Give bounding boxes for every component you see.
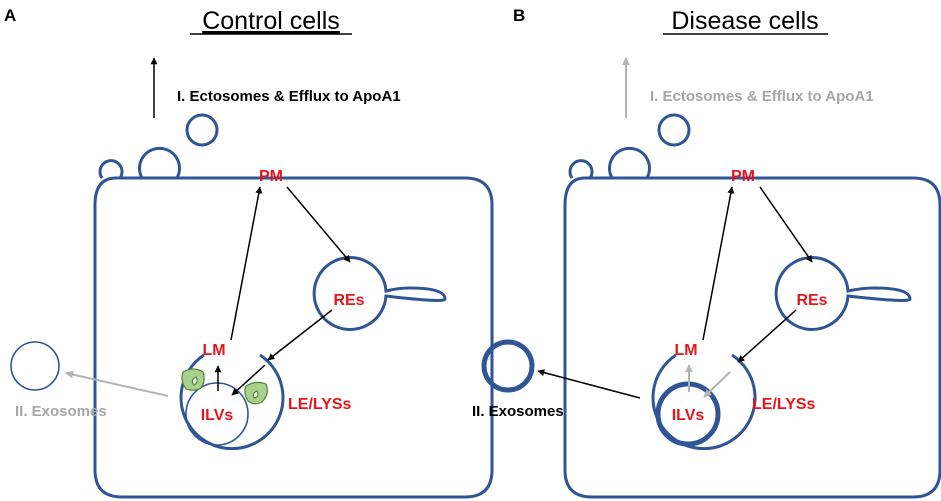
ectosomes-label-b: I. Ectosomes & Efflux to ApoA1 [650, 88, 874, 105]
budding-vesicle-small-a [98, 159, 124, 179]
le-lyss-label-a: LE/LYSs [288, 396, 352, 413]
recycling-endosome-b [774, 256, 912, 331]
exosome-release-arrow-b [537, 369, 641, 399]
released-ectosome-b [657, 113, 691, 147]
res-label-b: REs [796, 292, 827, 309]
panel-title-a: Control cells [202, 7, 340, 35]
budding-vesicle-small-b [568, 159, 594, 179]
pm-label-a: PM [259, 168, 283, 185]
intraluminal-vesicle-a [185, 382, 249, 446]
pm-to-res-arrow-b [759, 186, 813, 263]
lm-to-pm-arrow-b [702, 186, 735, 341]
lm-to-pm-arrow-a [230, 186, 263, 341]
lipid-transfer-protein-left-a [181, 368, 205, 391]
lipid-transfer-protein-right-a [244, 381, 268, 405]
lm-label-b: LM [674, 342, 697, 359]
late-endosome-lysosome-a [179, 353, 285, 451]
res-to-le-arrow-a [267, 309, 333, 361]
plasma-membrane-b [563, 176, 941, 499]
res-label-a: REs [333, 292, 364, 309]
lm-label-a: LM [202, 342, 225, 359]
budding-vesicle-large-a [138, 146, 181, 179]
exosomes-label-b: II. Exosomes [472, 403, 564, 420]
late-endosome-lysosome-b [651, 353, 757, 451]
panel-letter-b: B [513, 6, 525, 25]
panel-title-b: Disease cells [671, 7, 818, 35]
res-to-le-arrow-b [737, 309, 797, 363]
plasma-membrane-a [93, 176, 494, 499]
panel-b: B Disease cells I. Ectosomes & Efflux to… [472, 6, 941, 499]
panel-a: A Control cells I. Ectosomes & Efflux to… [4, 6, 494, 499]
ectosomes-label-a: I. Ectosomes & Efflux to ApoA1 [177, 88, 401, 105]
recycling-endosome-a [312, 256, 447, 331]
exosomes-label-a: II. Exosomes [15, 403, 107, 420]
ilvs-label-a: ILVs [201, 407, 234, 424]
exosome-b [481, 339, 535, 393]
exosome-release-arrow-a [65, 370, 169, 397]
panel-letter-a: A [4, 6, 16, 25]
lm-to-ilvs-arrow-a [231, 364, 266, 396]
ilvs-label-b: ILVs [672, 407, 705, 424]
budding-vesicle-large-b [608, 146, 651, 179]
lm-to-ilvs-arrow-b [703, 371, 731, 398]
pm-to-res-arrow-a [286, 186, 351, 263]
released-ectosome-a [185, 113, 219, 147]
pm-label-b: PM [731, 168, 755, 185]
exosome-a [10, 341, 60, 391]
le-lyss-label-b: LE/LYSs [752, 396, 816, 413]
